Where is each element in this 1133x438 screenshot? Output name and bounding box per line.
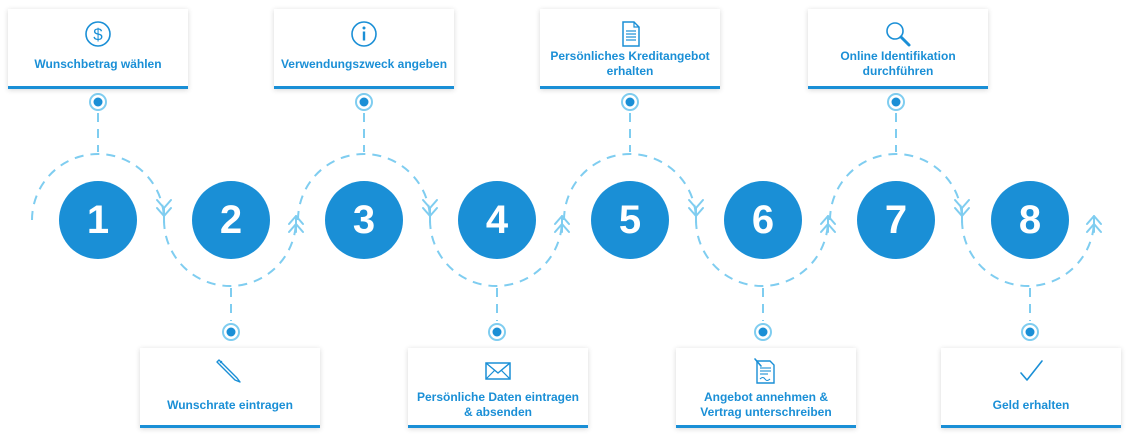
step-number-5: 5	[591, 181, 669, 259]
svg-text:$: $	[93, 25, 103, 44]
arc-top-7	[829, 153, 963, 221]
step-number-3: 3	[325, 181, 403, 259]
dot-8	[1021, 323, 1039, 341]
arc-bottom-8	[961, 219, 1095, 287]
step-label-4: Persönliche Daten eintragen & absenden	[416, 390, 580, 419]
step-label-8: Geld erhalten	[992, 397, 1070, 412]
dot-2	[222, 323, 240, 341]
chevron-up-icon	[820, 215, 836, 233]
arc-top-3	[297, 153, 431, 221]
step-card-5: Persönliches Kreditangebot erhalten	[540, 9, 720, 89]
chevron-down-icon	[688, 199, 704, 223]
dot-6	[754, 323, 772, 341]
arc-bottom-4	[429, 219, 563, 287]
dot-3	[355, 93, 373, 111]
step-card-3: Verwendungszweck angeben	[274, 9, 454, 89]
step-number-7: 7	[857, 181, 935, 259]
chevron-down-icon	[422, 199, 438, 223]
envelope-icon	[485, 362, 511, 380]
step-card-1: $ Wunschbetrag wählen	[8, 9, 188, 89]
step-card-8: Geld erhalten	[941, 348, 1121, 428]
dot-1	[89, 93, 107, 111]
arc-top-1	[31, 153, 165, 221]
arc-bottom-6	[695, 219, 829, 287]
dot-4	[488, 323, 506, 341]
info-icon	[351, 21, 377, 47]
dollar-icon: $	[85, 21, 111, 47]
pencil-icon	[216, 359, 241, 383]
step-label-7: Online Identifikation durchführen	[840, 49, 956, 78]
step-card-4: Persönliche Daten eintragen & absenden	[408, 348, 588, 428]
step-number-2: 2	[192, 181, 270, 259]
arc-bottom-2	[163, 219, 297, 287]
magnifier-icon	[886, 22, 911, 47]
step-label-3: Verwendungszweck angeben	[280, 56, 448, 71]
step-card-2: Wunschrate eintragen	[140, 348, 320, 428]
step-card-6: Angebot annehmen & Vertrag unterschreibe…	[676, 348, 856, 428]
chevron-down-icon	[156, 199, 172, 223]
checkmark-icon	[1020, 360, 1043, 381]
step-card-7: Online Identifikation durchführen	[808, 9, 988, 89]
step-number-6: 6	[724, 181, 802, 259]
step-number-1: 1	[59, 181, 137, 259]
contract-icon	[754, 358, 775, 384]
step-label-1: Wunschbetrag wählen	[34, 56, 162, 71]
step-label-6: Angebot annehmen & Vertrag unterschreibe…	[700, 390, 832, 419]
document-icon	[622, 21, 640, 47]
chevron-up-icon	[1086, 215, 1102, 233]
chevron-up-icon	[288, 215, 304, 233]
chevron-up-icon	[554, 215, 570, 233]
step-label-2: Wunschrate eintragen	[167, 397, 293, 412]
step-number-8: 8	[991, 181, 1069, 259]
step-label-5: Persönliches Kreditangebot erhalten	[550, 49, 710, 78]
dot-5	[621, 93, 639, 111]
chevron-down-icon	[954, 199, 970, 223]
arc-top-5	[563, 153, 697, 221]
step-number-4: 4	[458, 181, 536, 259]
dot-7	[887, 93, 905, 111]
